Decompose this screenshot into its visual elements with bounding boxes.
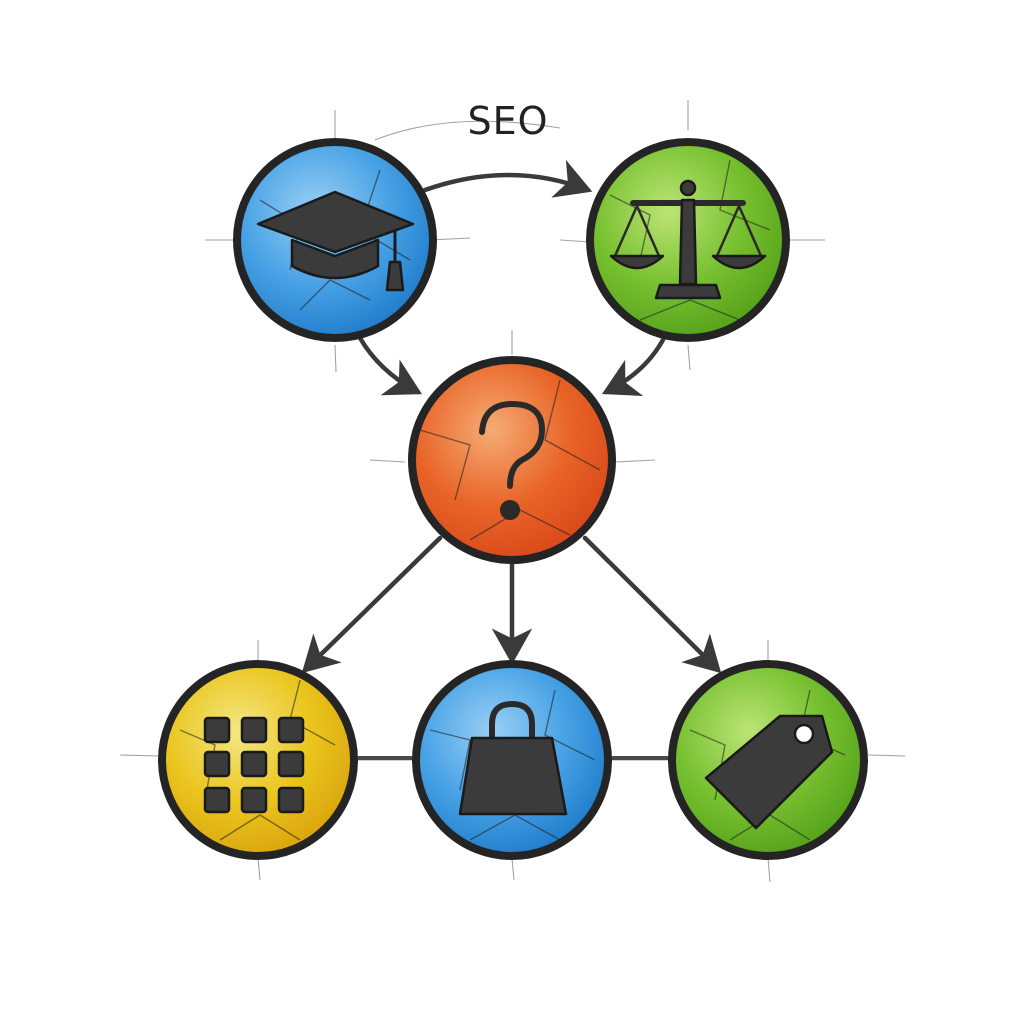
arrow-question-to-catalog [301,535,443,674]
arrow-legal-to-question [601,335,667,397]
node-pricing [668,660,868,860]
arrow-question-to-pricing [582,535,722,674]
question-mark-icon [479,401,545,520]
node-catalog [158,660,358,860]
scales-of-justice-icon [609,179,767,300]
edges [301,159,722,760]
graduation-cap-icon [256,190,415,292]
node-shopping [412,660,612,860]
node-legal [586,138,790,342]
arrow-education-to-question [357,335,422,396]
arrow-education-to-legal [422,159,593,198]
diagram-title: SEO [467,99,548,143]
price-tag-icon [704,714,834,830]
grid-icon [203,716,305,814]
shopping-bag-icon [458,701,568,816]
node-education [233,138,437,342]
construction-lines [119,100,906,883]
node-question [408,356,616,564]
